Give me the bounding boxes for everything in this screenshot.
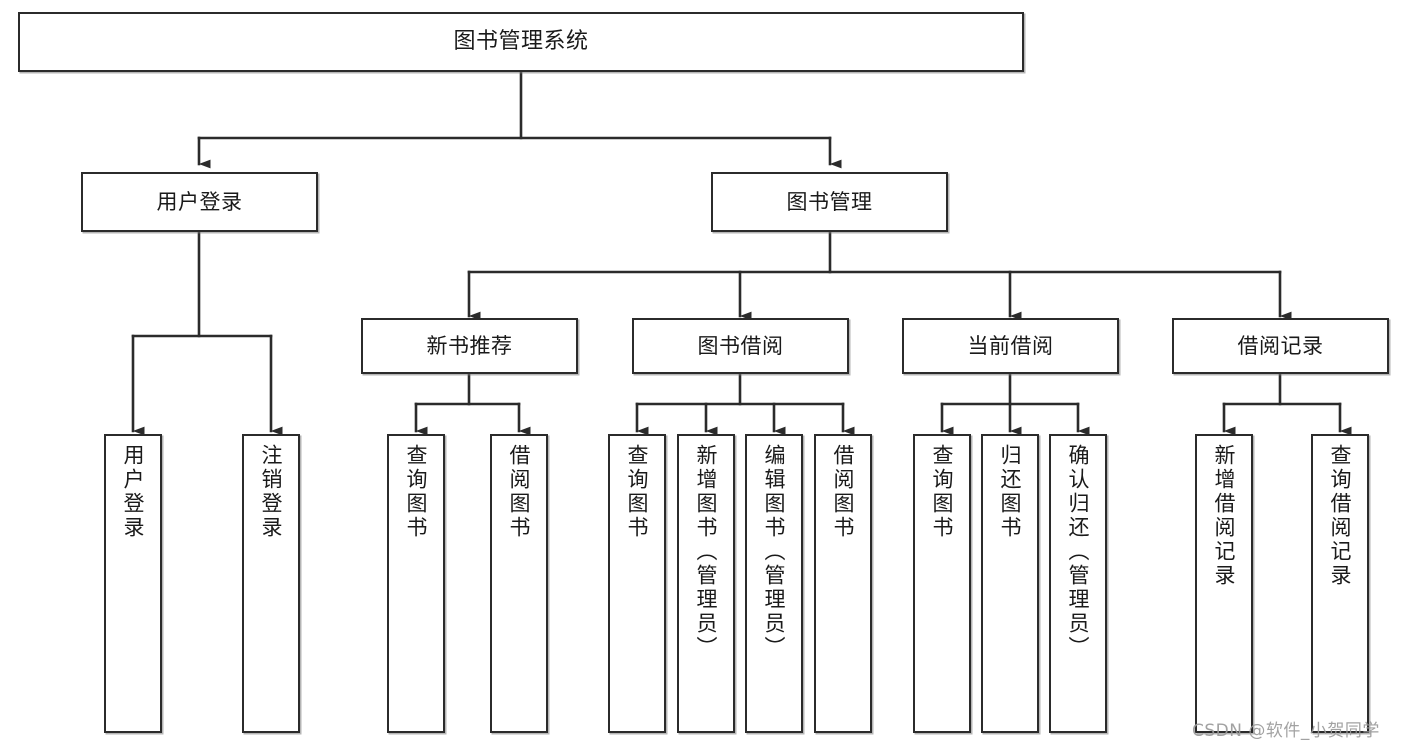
node-leaf-query-book-2-label: 查询图书 xyxy=(625,444,650,540)
node-leaf-query-record[interactable]: 查询借阅记录 xyxy=(1311,434,1369,733)
node-book-borrow[interactable]: 图书借阅 xyxy=(632,318,849,374)
node-borrow-record-label: 借阅记录 xyxy=(1237,333,1324,358)
node-leaf-borrow-book-1[interactable]: 借阅图书 xyxy=(490,434,548,733)
node-leaf-confirm-return-label: 确认归还（管理员） xyxy=(1066,444,1091,660)
node-leaf-user-login[interactable]: 用户登录 xyxy=(104,434,162,733)
node-leaf-query-book-3[interactable]: 查询图书 xyxy=(913,434,971,733)
node-leaf-add-record[interactable]: 新增借阅记录 xyxy=(1195,434,1253,733)
node-leaf-user-login-label: 用户登录 xyxy=(121,444,146,540)
node-leaf-query-book-1[interactable]: 查询图书 xyxy=(387,434,445,733)
node-leaf-confirm-return[interactable]: 确认归还（管理员） xyxy=(1049,434,1107,733)
node-leaf-return-book-label: 归还图书 xyxy=(998,444,1023,540)
node-leaf-borrow-book-2-label: 借阅图书 xyxy=(831,444,856,540)
node-leaf-logout-login-label: 注销登录 xyxy=(259,444,284,540)
node-user-login-label: 用户登录 xyxy=(156,189,243,214)
node-leaf-edit-book[interactable]: 编辑图书（管理员） xyxy=(745,434,803,733)
node-new-book-recommend-label: 新书推荐 xyxy=(426,333,513,358)
node-leaf-query-book-3-label: 查询图书 xyxy=(930,444,955,540)
node-leaf-add-book[interactable]: 新增图书（管理员） xyxy=(677,434,735,733)
node-leaf-add-book-label: 新增图书（管理员） xyxy=(694,444,719,660)
node-leaf-query-book-2[interactable]: 查询图书 xyxy=(608,434,666,733)
node-leaf-borrow-book-1-label: 借阅图书 xyxy=(507,444,532,540)
node-book-manage[interactable]: 图书管理 xyxy=(711,172,948,232)
node-new-book-recommend[interactable]: 新书推荐 xyxy=(361,318,578,374)
node-leaf-edit-book-label: 编辑图书（管理员） xyxy=(762,444,787,660)
node-root[interactable]: 图书管理系统 xyxy=(18,12,1024,72)
node-current-borrow[interactable]: 当前借阅 xyxy=(902,318,1119,374)
node-leaf-return-book[interactable]: 归还图书 xyxy=(981,434,1039,733)
node-leaf-logout-login[interactable]: 注销登录 xyxy=(242,434,300,733)
node-leaf-query-book-1-label: 查询图书 xyxy=(404,444,429,540)
node-leaf-borrow-book-2[interactable]: 借阅图书 xyxy=(814,434,872,733)
node-root-label: 图书管理系统 xyxy=(453,29,589,55)
watermark-text: CSDN @软件_小贺同学 xyxy=(1192,721,1380,741)
node-user-login[interactable]: 用户登录 xyxy=(81,172,318,232)
node-leaf-add-record-label: 新增借阅记录 xyxy=(1212,444,1237,588)
node-book-manage-label: 图书管理 xyxy=(786,189,873,214)
node-leaf-query-record-label: 查询借阅记录 xyxy=(1328,444,1353,588)
node-book-borrow-label: 图书借阅 xyxy=(697,333,784,358)
node-borrow-record[interactable]: 借阅记录 xyxy=(1172,318,1389,374)
node-current-borrow-label: 当前借阅 xyxy=(967,333,1054,358)
